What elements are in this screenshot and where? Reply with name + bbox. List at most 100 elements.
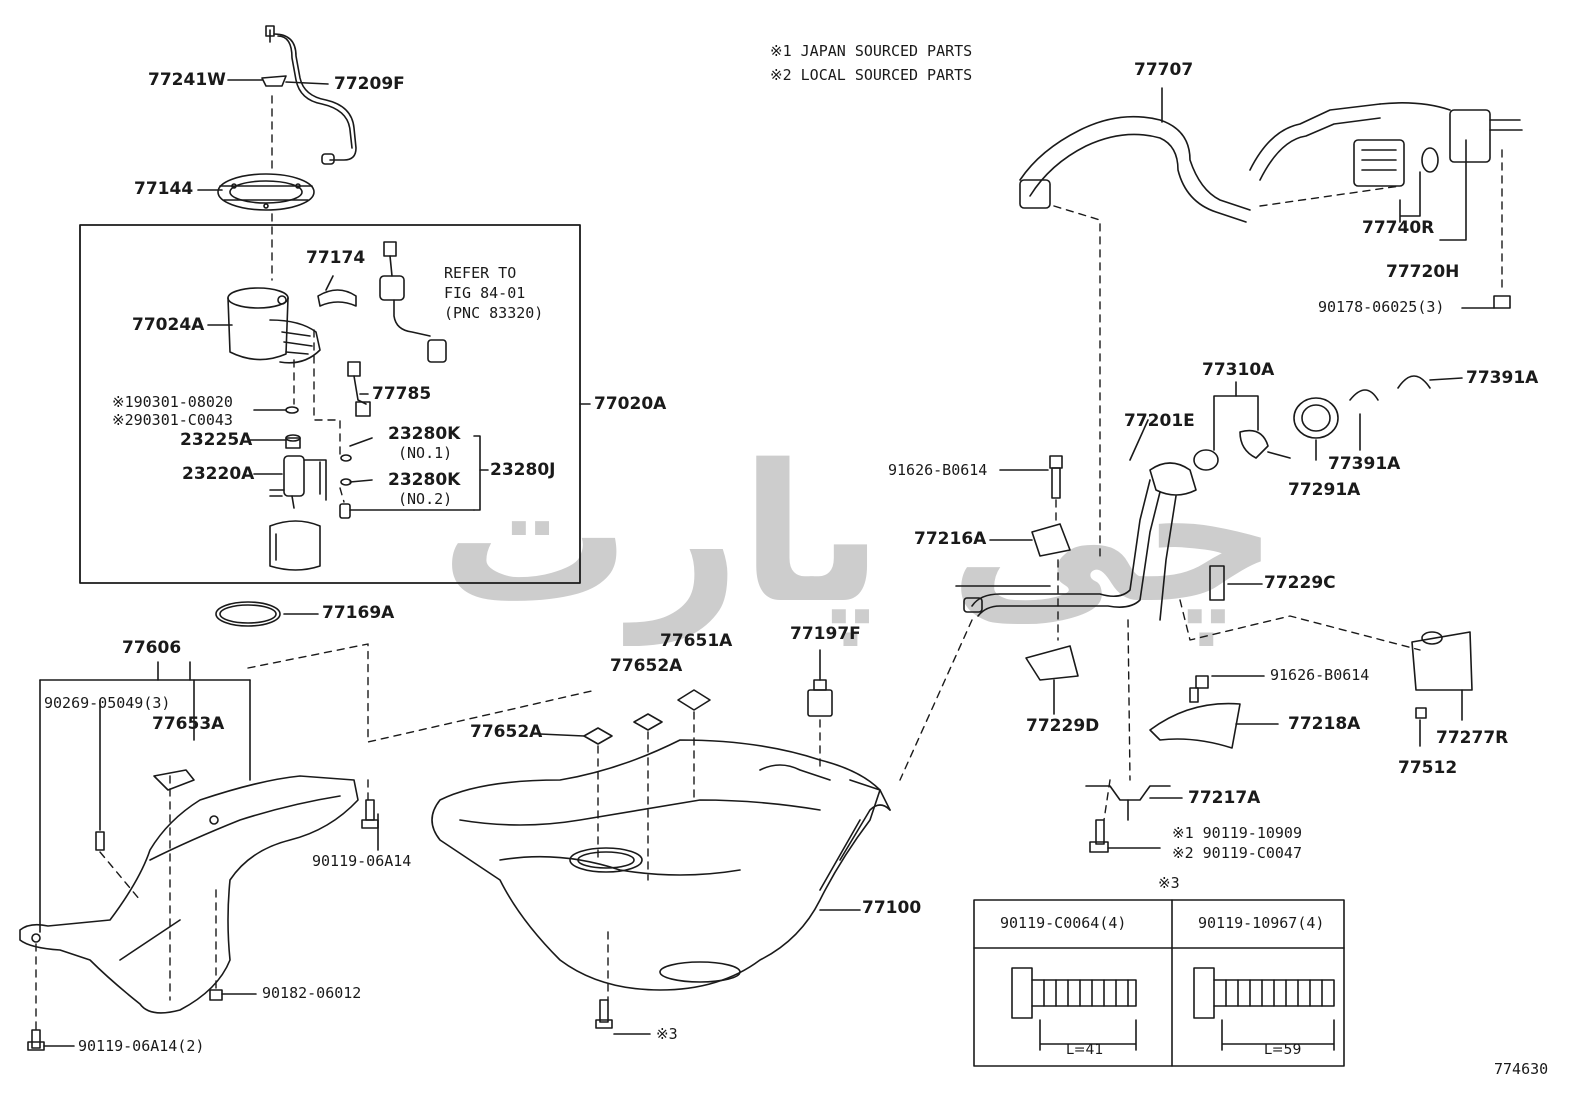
label-77785[interactable]: 77785 [372,384,432,404]
label-77310A[interactable]: 77310A [1202,360,1275,380]
valve-23280J [339,503,351,519]
label-77144[interactable]: 77144 [134,179,194,199]
filter-23280K-1 [340,454,352,462]
label-no1: (NO.1) [398,444,453,462]
ring-77391A-2 [1397,375,1431,389]
label-23280K-2[interactable]: 23280K [388,470,461,490]
label-77653A[interactable]: 77653A [152,714,225,734]
label-77218A[interactable]: 77218A [1288,714,1361,734]
harness-83320 [379,241,447,363]
bolt-table-title: ※3 [1158,874,1180,892]
filler-pipe-77201E [955,462,1197,621]
clip-77229C [1209,565,1225,601]
label-77229D[interactable]: 77229D [1026,716,1100,736]
fuel-tank-77100 [431,739,891,991]
label-77391A-top[interactable]: 77391A [1466,368,1539,388]
fig-ref-line2[interactable]: FIG 84-01 [444,284,526,302]
bracket-77218A [1149,702,1241,749]
retainer-ring-77144 [217,173,315,211]
label-77229C[interactable]: 77229C [1264,573,1336,593]
bolt-table-col1-header[interactable]: 90119-C0064(4) [1000,914,1127,932]
canister-77720H [1421,109,1523,173]
label-190301[interactable]: ※190301-08020 [112,393,233,411]
clip-90269 [95,831,105,851]
fig-ref-line1: REFER TO [444,264,517,282]
label-77209F[interactable]: 77209F [334,74,405,94]
clamp-77241W [261,75,287,87]
label-77197F[interactable]: 77197F [790,624,861,644]
valve-77197F [807,679,833,717]
label-77174[interactable]: 77174 [306,248,366,268]
label-77652A-left[interactable]: 77652A [470,722,543,742]
label-77740R[interactable]: 77740R [1362,218,1435,238]
label-77201E[interactable]: 77201E [1124,411,1195,431]
label-77652A-top [633,713,663,731]
bolt-90119-10909 [1089,819,1109,853]
label-77291A[interactable]: 77291A [1288,480,1361,500]
label-91626-right[interactable]: 91626-B0614 [1270,666,1370,684]
label-note3: ※3 [656,1025,678,1043]
bolt-table-frame [973,899,1345,1067]
label-77651A[interactable]: 77651A [660,631,733,651]
label-290301[interactable]: ※290301-C0043 [112,411,233,429]
hose-77707 [1019,102,1451,223]
clip-77229D [1025,645,1079,681]
label-90178[interactable]: 90178-06025(3) [1318,298,1445,316]
fuel-pump-23220A [269,455,327,509]
legend-japan-sourced: ※1 JAPAN SOURCED PARTS [770,42,973,60]
ring-77391A-1 [1349,389,1379,401]
nut-90182 [209,989,223,1001]
label-90119-06A14[interactable]: 90119-06A14 [312,852,412,870]
label-23280K-1[interactable]: 23280K [388,424,461,444]
label-77216A[interactable]: 77216A [914,529,987,549]
label-77277R[interactable]: 77277R [1436,728,1509,748]
bolt-tank [595,999,613,1029]
legend-local-sourced: ※2 LOCAL SOURCED PARTS [770,66,973,84]
label-77020A[interactable]: 77020A [594,394,667,414]
connector-77785 [347,361,371,417]
o-ring-190301 [285,406,299,414]
label-90269[interactable]: 90269-05049(3) [44,694,171,712]
bracket-77217A [1085,785,1171,821]
clip-77174 [317,289,357,307]
label-77100[interactable]: 77100 [862,898,922,918]
label-77606[interactable]: 77606 [122,638,182,658]
bolt-table-col1-length: L=41 [1066,1042,1104,1058]
bolt-table-col2-length: L=59 [1264,1042,1302,1058]
bolt-91626-1 [1049,455,1063,499]
pump-module-77024A [227,287,321,364]
label-91626-top[interactable]: 91626-B0614 [888,461,988,479]
heat-insulator-77606 [19,775,359,1014]
bolt-91626-2 [1189,675,1209,703]
label-23225A[interactable]: 23225A [180,430,253,450]
label-77241W[interactable]: 77241W [148,70,226,90]
cap-77310A [1193,429,1291,471]
label-77720H[interactable]: 77720H [1386,262,1460,282]
nut-90178 [1493,295,1511,309]
label-23280J[interactable]: 23280J [490,460,556,480]
label-77707[interactable]: 77707 [1134,60,1194,80]
label-90119-06A14-2[interactable]: 90119-06A14(2) [78,1037,205,1055]
gasket-77291A [1293,397,1339,439]
filter-sock [269,520,321,571]
label-77391A-mid[interactable]: 77391A [1328,454,1401,474]
label-77217A[interactable]: 77217A [1188,788,1261,808]
label-77512[interactable]: 77512 [1398,758,1458,778]
bolt-table-col2-header[interactable]: 90119-10967(4) [1198,914,1325,932]
label-90119-10909[interactable]: ※1 90119-10909 [1172,824,1302,842]
label-90119-C0047[interactable]: ※2 90119-C0047 [1172,844,1302,862]
label-77169A[interactable]: 77169A [322,603,395,623]
bracket-77216A [1031,523,1071,557]
sender-gauge-wire [265,25,357,165]
protector-77277R [1411,631,1473,691]
label-23220A[interactable]: 23220A [182,464,255,484]
label-77652A-top[interactable]: 77652A [610,656,683,676]
protector-77653A [153,769,195,791]
label-no2: (NO.2) [398,490,453,508]
bolt-c0064 [1011,967,1137,1051]
label-77024A[interactable]: 77024A [132,315,205,335]
label-90182[interactable]: 90182-06012 [262,984,362,1002]
fig-ref-line3: (PNC 83320) [444,304,544,322]
